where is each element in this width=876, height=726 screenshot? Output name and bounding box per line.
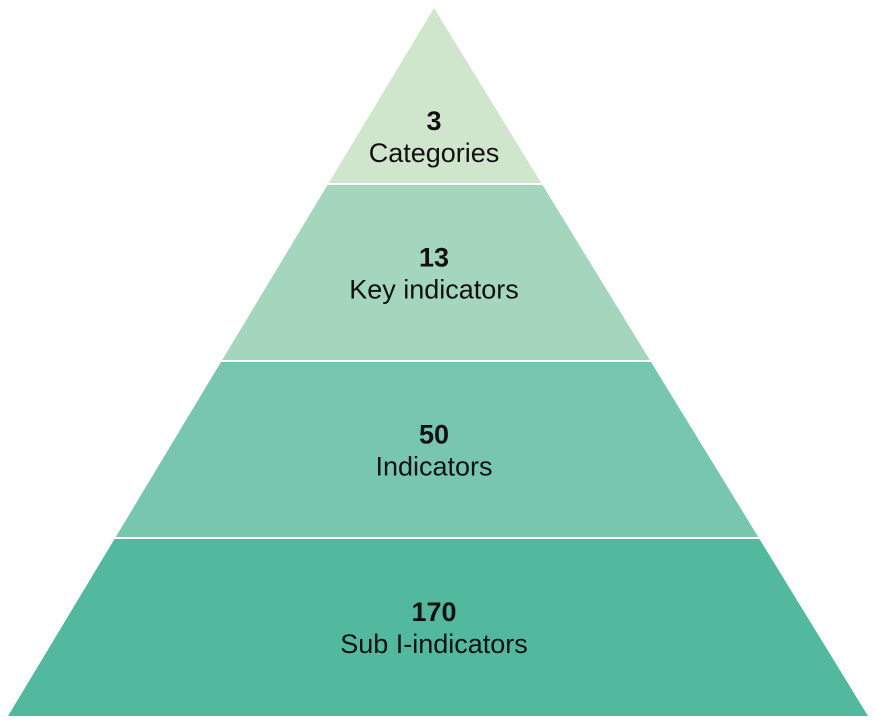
tier-2-count: 13 bbox=[419, 243, 449, 273]
tier-4-count: 170 bbox=[411, 597, 456, 627]
tier-3-count: 50 bbox=[419, 420, 449, 450]
tier-1-count: 3 bbox=[426, 106, 441, 136]
tier-2-label: Key indicators bbox=[349, 275, 519, 305]
pyramid-tier-1 bbox=[328, 8, 542, 183]
tier-4-label: Sub I-indicators bbox=[340, 629, 528, 659]
tier-1-label: Categories bbox=[369, 138, 500, 168]
pyramid-tier-2 bbox=[222, 185, 650, 360]
pyramid-tier-3 bbox=[115, 362, 759, 537]
pyramid-tier-4 bbox=[8, 539, 868, 716]
tier-3-label: Indicators bbox=[375, 452, 492, 482]
